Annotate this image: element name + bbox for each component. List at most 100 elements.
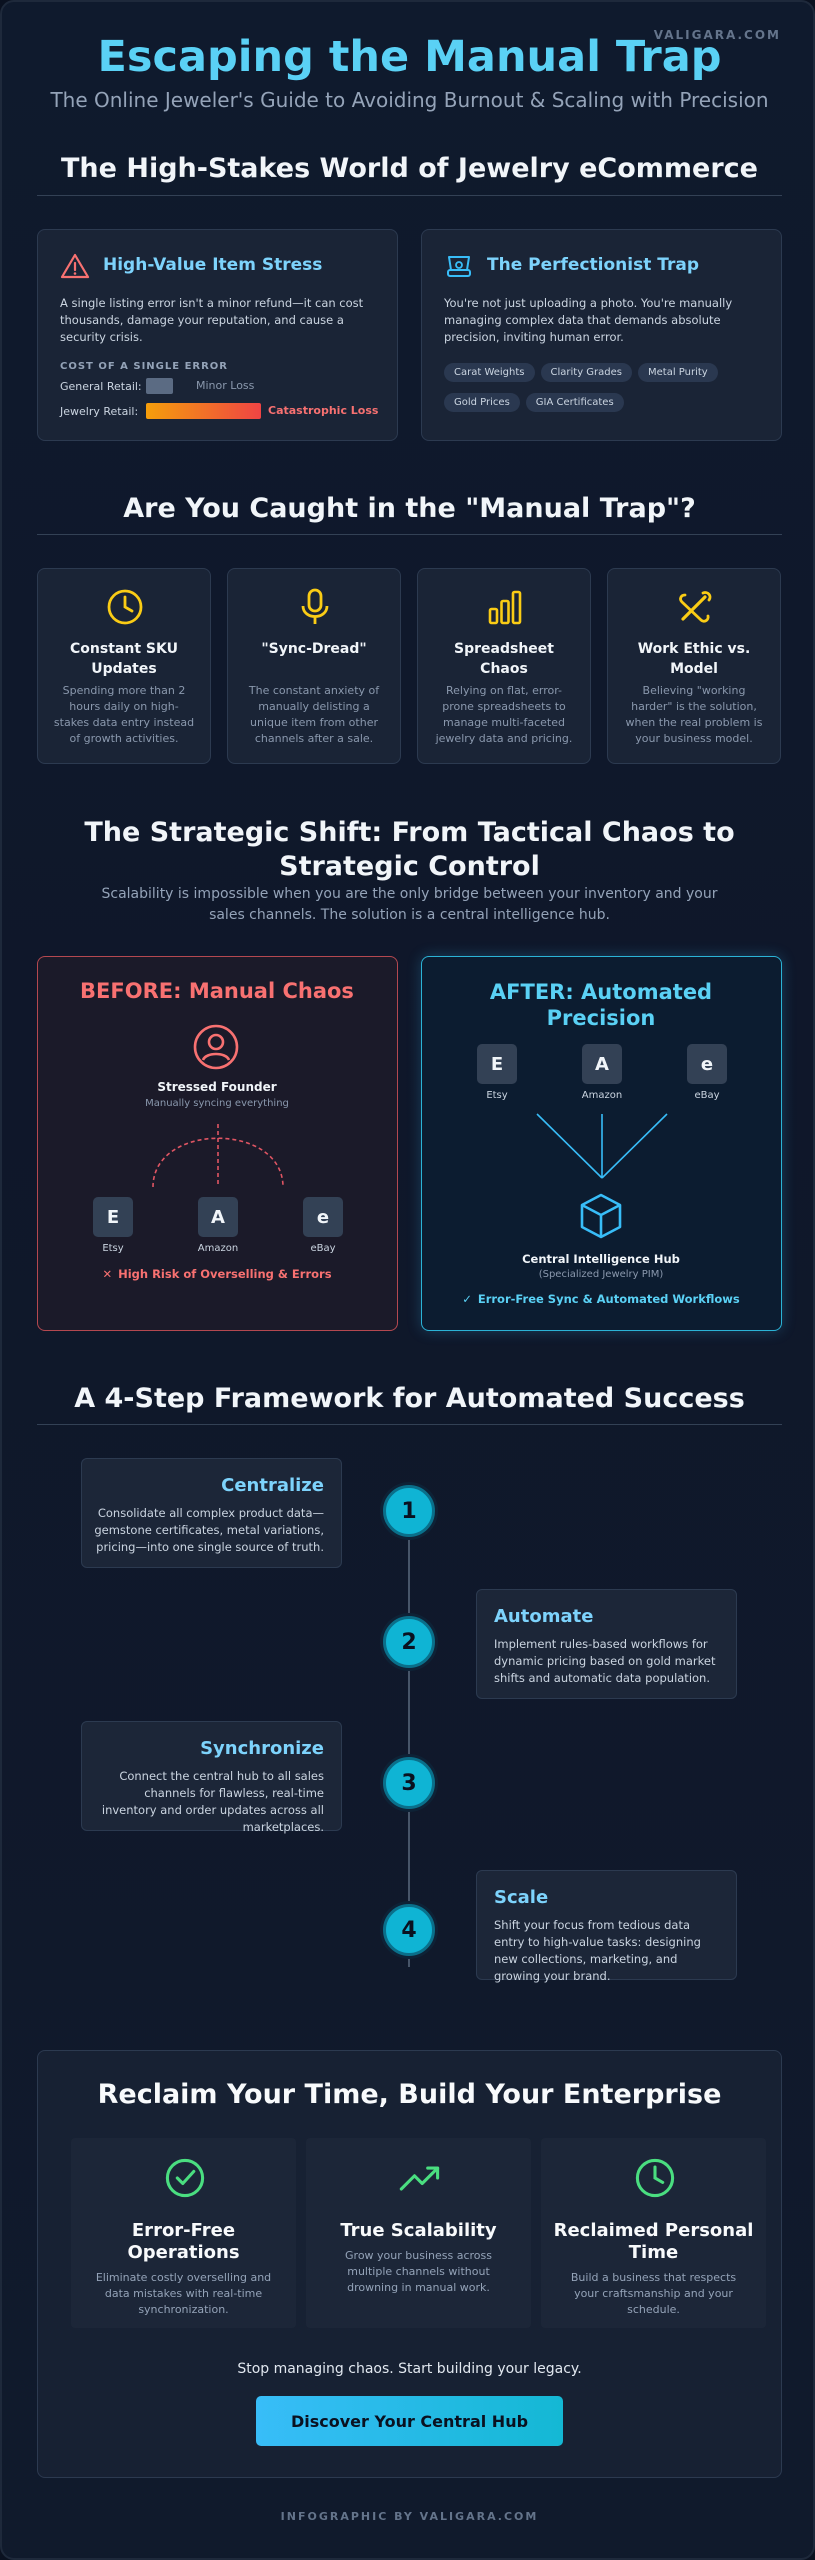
footer-credit: INFOGRAPHIC BY VALIGARA.COM [280, 2510, 539, 2523]
x-icon: ✕ [102, 1267, 113, 1281]
general-level-track [146, 378, 261, 394]
brand-mark: VALIGARA.COM [653, 28, 781, 42]
page-title: Escaping the Manual Trap [97, 32, 722, 82]
after-title: AFTER: Automated Precision [489, 980, 713, 1030]
trap-card-text: The constant anxiety of manually delisti… [248, 684, 380, 745]
cost-label: COST OF A SINGLE ERROR [60, 361, 228, 372]
benefit-title: Reclaimed Personal Time [553, 2220, 754, 2263]
step-title: Scale [494, 1887, 549, 1908]
before-panel: BEFORE: Manual Chaos Stressed Founder Ma… [37, 956, 398, 1331]
general-retail-label: General Retail: [60, 380, 142, 393]
clock-icon [105, 587, 145, 627]
tag-chip: Carat Weights [444, 363, 535, 382]
trend-up-icon [398, 2156, 442, 2200]
hub-sub: (Specialized Jewelry PIM) [538, 1269, 664, 1280]
step-text: Shift your focus from tedious data entry… [494, 1918, 701, 1983]
check-circle-icon [163, 2156, 207, 2200]
channel-node: A [198, 1197, 238, 1237]
step-text: Connect the central hub to all sales cha… [101, 1769, 324, 1834]
section-title-framework: A 4-Step Framework for Automated Success [74, 1383, 745, 1414]
check-icon: ✓ [462, 1292, 472, 1306]
step-title: Automate [494, 1606, 594, 1627]
clock-icon [633, 2156, 677, 2200]
risk-warning: ✕High Risk of Overselling & Errors [102, 1267, 332, 1281]
card-text: You're not just uploading a photo. You'r… [444, 296, 733, 344]
founder-sub: Manually syncing everything [145, 1098, 289, 1109]
step-number: 1 [383, 1485, 435, 1537]
jewelry-level-track [146, 403, 261, 419]
channel-label: eBay [310, 1243, 336, 1254]
card-title: High-Value Item Stress [103, 255, 323, 275]
reclaim-panel: Reclaim Your Time, Build Your Enterprise… [37, 2050, 782, 2478]
jewelry-retail-label: Jewelry Retail: [60, 405, 139, 418]
section-title-manual-trap: Are You Caught in the "Manual Trap"? [123, 493, 696, 524]
cube-icon [580, 1193, 622, 1239]
success-note: ✓Error-Free Sync & Automated Workflows [462, 1292, 740, 1306]
trap-card-title: Spreadsheet Chaos [454, 641, 554, 677]
card-perfectionist-trap: The Perfectionist Trap You're not just u… [421, 229, 782, 441]
section-title-strategic-shift: The Strategic Shift: From Tactical Chaos… [84, 817, 735, 882]
page-subtitle: The Online Jeweler's Guide to Avoiding B… [50, 88, 769, 112]
after-panel: AFTER: Automated Precision Central Intel… [421, 956, 782, 1331]
general-level-bar [146, 378, 173, 394]
step-title: Synchronize [200, 1738, 324, 1759]
section-title-high-stakes: The High-Stakes World of Jewelry eCommer… [61, 153, 758, 184]
ring-icon [447, 256, 471, 277]
before-title: BEFORE: Manual Chaos [80, 979, 354, 1003]
tag-chip: Clarity Grades [540, 363, 632, 382]
divider [37, 534, 782, 535]
card-title: The Perfectionist Trap [487, 255, 700, 275]
hub-links [536, 1113, 668, 1179]
step-number: 4 [383, 1904, 435, 1956]
divider [37, 1424, 782, 1425]
section-intro: Scalability is impossible when you are t… [101, 886, 718, 923]
trap-card-text: Relying on flat, error-prone spreadsheet… [435, 684, 573, 745]
step-number: 2 [383, 1616, 435, 1668]
channel-node: e [687, 1044, 727, 1084]
chaotic-links [152, 1124, 284, 1187]
tagline: Stop managing chaos. Start building your… [237, 2361, 582, 2377]
discover-hub-button[interactable]: Discover Your Central Hub [256, 2396, 563, 2446]
channel-label: Etsy [102, 1243, 124, 1254]
step-text: Consolidate all complex product data—gem… [94, 1506, 324, 1554]
hub-label: Central Intelligence Hub [522, 1252, 680, 1266]
trap-card-title: Work Ethic vs. Model [637, 641, 751, 677]
microphone-icon [295, 587, 335, 627]
bar-chart-icon [485, 587, 525, 627]
benefit-title: Error-Free Operations [127, 2220, 240, 2263]
user-icon [193, 1024, 239, 1070]
reclaim-title: Reclaim Your Time, Build Your Enterprise [97, 2079, 722, 2110]
warning-icon [60, 253, 90, 279]
divider [37, 195, 782, 196]
card-text: A single listing error isn't a minor ref… [60, 296, 364, 344]
trap-card-text: Believing "working harder" is the soluti… [625, 684, 763, 745]
founder-label: Stressed Founder [157, 1080, 277, 1094]
jewelry-retail-value: Catastrophic Loss [268, 404, 379, 417]
general-retail-value: Minor Loss [196, 379, 255, 392]
trap-card-title: Constant SKU Updates [70, 641, 178, 677]
card-high-value-stress: High-Value Item Stress A single listing … [37, 229, 398, 441]
tools-icon [675, 587, 715, 627]
channel-label: Etsy [486, 1090, 508, 1101]
channel-node: E [477, 1044, 517, 1084]
channel-node: E [93, 1197, 133, 1237]
step-number: 3 [383, 1757, 435, 1809]
timeline-line [408, 1512, 410, 1967]
trap-card-title: "Sync-Dread" [261, 641, 367, 657]
benefit-text: Build a business that respects your craf… [570, 2271, 737, 2316]
tag-chip: Gold Prices [444, 393, 520, 412]
channel-label: Amazon [197, 1243, 239, 1254]
channel-label: Amazon [581, 1090, 623, 1101]
channel-label: eBay [694, 1090, 720, 1101]
